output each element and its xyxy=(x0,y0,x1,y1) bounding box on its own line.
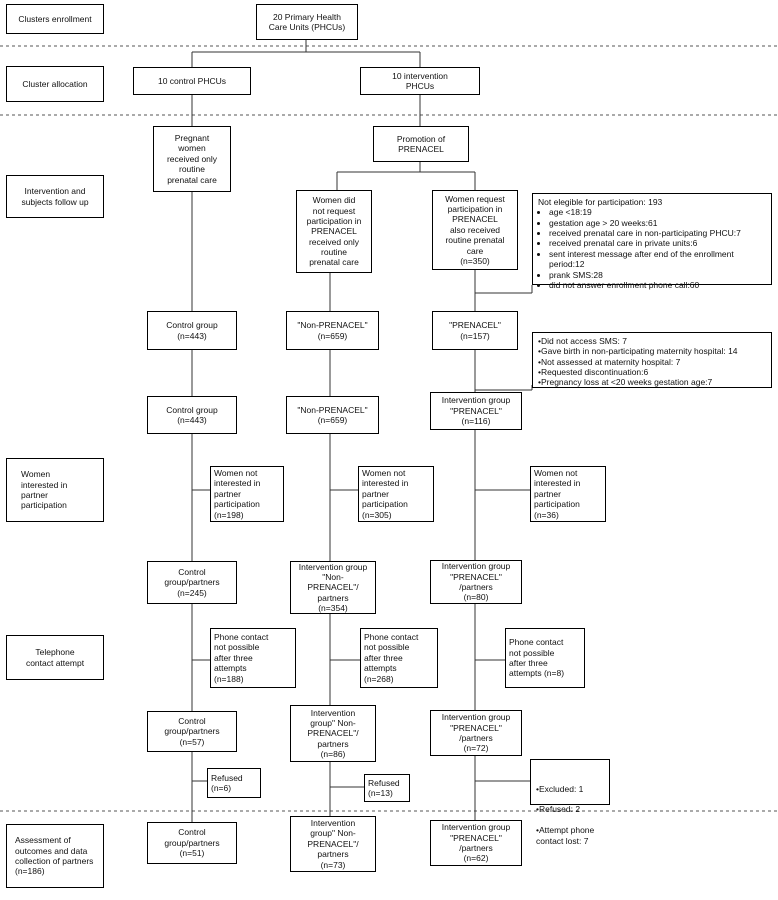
control-final: Control group/partners (n=51) xyxy=(147,822,237,864)
nonprenacel-no-contact: Phone contact not possible after three a… xyxy=(360,628,438,688)
prenacel-group-2: Intervention group "PRENACEL" (n=116) xyxy=(430,392,522,430)
promotion-prenacel: Promotion of PRENACEL xyxy=(373,126,469,162)
control-group-2: Control group (n=443) xyxy=(147,396,237,434)
dropout-item: •Requested discontinuation:6 xyxy=(538,367,649,378)
not-eligible-title: Not elegible for participation: 193 xyxy=(538,197,663,207)
not-eligible-item: sent interest message after end of the e… xyxy=(549,249,766,270)
prenacel-request: Women request participation in PRENACEL … xyxy=(432,190,518,270)
control-no-contact: Phone contact not possible after three a… xyxy=(210,628,296,688)
control-refused: Refused (n=6) xyxy=(207,768,261,798)
not-eligible-item: gestation age > 20 weeks:61 xyxy=(549,218,766,228)
nonprenacel-partners-2: Intervention group" Non- PRENACEL"/ part… xyxy=(290,705,376,762)
not-eligible-item: prank SMS:28 xyxy=(549,270,766,280)
stage-enrollment: Clusters enrollment xyxy=(6,4,104,34)
not-eligible-item: age <18:19 xyxy=(549,207,766,217)
excluded-item: •Excluded: 1 xyxy=(536,783,584,794)
prenacel-partners: Intervention group "PRENACEL" /partners … xyxy=(430,560,522,604)
stage-allocation: Cluster allocation xyxy=(6,66,104,102)
dropout-item: •Pregnancy loss at <20 weeks gestation a… xyxy=(538,377,713,388)
stage-assessment: Assessment of outcomes and data collecti… xyxy=(6,824,104,888)
prenacel-final: Intervention group "PRENACEL" /partners … xyxy=(430,820,522,866)
dropout-item: •Gave birth in non-participating materni… xyxy=(538,346,738,357)
dropout-item: •Not assessed at maternity hospital: 7 xyxy=(538,356,681,367)
not-eligible-box: Not elegible for participation: 193 age … xyxy=(532,193,772,290)
dropouts-box: •Did not access SMS: 7 •Gave birth in no… xyxy=(532,332,772,388)
excluded-item: •Attempt phone contact lost: 7 xyxy=(536,825,595,846)
control-routine-care: Pregnant women received only routine pre… xyxy=(153,126,231,192)
control-phcus: 10 control PHCUs xyxy=(133,67,251,95)
nonprenacel-no-request: Women did not request participation in P… xyxy=(296,190,372,273)
prenacel-group-1: "PRENACEL" (n=157) xyxy=(432,311,518,350)
not-eligible-item: did not answer enrollment phone call:60 xyxy=(549,280,766,290)
excluded-box: •Excluded: 1 •Refused: 2 •Attempt phone … xyxy=(530,759,610,846)
control-group-1: Control group (n=443) xyxy=(147,311,237,350)
nonprenacel-group-2: "Non-PRENACEL" (n=659) xyxy=(286,396,379,434)
not-eligible-item: received prenatal care in non-participat… xyxy=(549,228,766,238)
prenacel-no-contact: Phone contact not possible after three a… xyxy=(505,628,585,688)
control-partners-2: Control group/partners (n=57) xyxy=(147,711,237,752)
excluded-item: •Refused: 2 xyxy=(536,804,581,815)
nonprenacel-not-interested: Women not interested in partner particip… xyxy=(358,466,434,522)
control-not-interested: Women not interested in partner particip… xyxy=(210,466,284,522)
nonprenacel-group-1: "Non-PRENACEL" (n=659) xyxy=(286,311,379,350)
control-partners: Control group/partners (n=245) xyxy=(147,561,237,604)
prenacel-partners-2: Intervention group "PRENACEL" /partners … xyxy=(430,710,522,756)
nonprenacel-final: Intervention group" Non- PRENACEL"/ part… xyxy=(290,816,376,872)
total-phcus: 20 Primary Health Care Units (PHCUs) xyxy=(256,4,358,40)
stage-telephone: Telephone contact attempt xyxy=(6,635,104,680)
prenacel-not-interested: Women not interested in partner particip… xyxy=(530,466,606,522)
nonprenacel-partners: Intervention group "Non- PRENACEL"/ part… xyxy=(290,561,376,614)
dropout-item: •Did not access SMS: 7 xyxy=(538,336,627,346)
stage-intervention: Intervention and subjects follow up xyxy=(6,175,104,218)
intervention-phcus: 10 intervention PHCUs xyxy=(360,67,480,95)
not-eligible-item: received prenatal care in private units:… xyxy=(549,238,766,248)
nonprenacel-refused: Refused (n=13) xyxy=(364,774,410,802)
stage-interested: Women interested in partner participatio… xyxy=(6,458,104,522)
